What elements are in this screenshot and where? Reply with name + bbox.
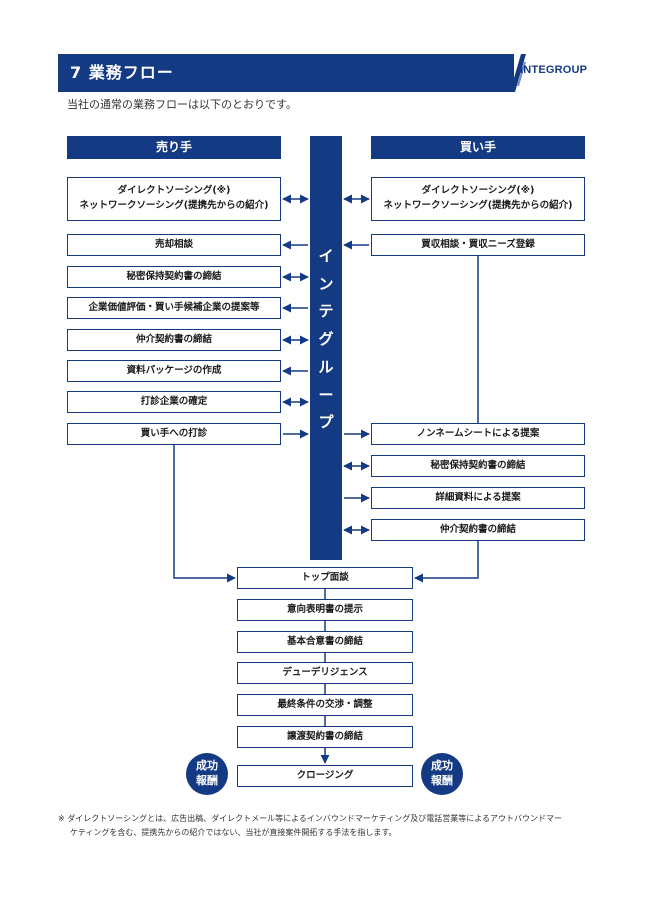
- center-char: プ: [318, 413, 334, 432]
- footnote-line: ※ ダイレクトソーシングとは、広告出稿、ダイレクトメール等によるインバウンドマー…: [58, 814, 562, 823]
- joint-step: 譲渡契約書の締結: [237, 726, 413, 748]
- header-bar: 7 業務フロー: [58, 54, 514, 92]
- seller-sourcing-line: ネットワークソーシング(提携先からの紹介): [79, 200, 269, 211]
- success-fee-badge-left: 成功 報酬: [186, 753, 228, 795]
- seller-step: 買い手への打診: [67, 423, 281, 445]
- buyer-step: 秘密保持契約書の締結: [371, 455, 585, 477]
- seller-step: 資料パッケージの作成: [67, 360, 281, 382]
- joint-step: 意向表明書の提示: [237, 599, 413, 621]
- joint-step-closing: クロージング: [237, 765, 413, 787]
- seller-step: 秘密保持契約書の締結: [67, 266, 281, 288]
- logo-slash-icon: [510, 54, 526, 92]
- badge-line: 報酬: [431, 774, 453, 787]
- center-bar-label: イ ン テ グ ル ー プ: [310, 243, 342, 437]
- seller-to-top-meeting: [173, 445, 236, 583]
- section-title: 7 業務フロー: [70, 63, 174, 82]
- intro-text: 当社の通常の業務フローは以下のとおりです。: [67, 98, 297, 111]
- seller-step: 企業価値評価・買い手候補企業の提案等: [67, 297, 281, 319]
- footnote-line: ケティングを含む、提携先からの紹介ではない、当社が直接案件開拓する手法を指します…: [70, 828, 397, 837]
- seller-sourcing-box: ダイレクトソーシング(※) ネットワークソーシング(提携先からの紹介): [67, 177, 281, 221]
- seller-heading: 売り手: [67, 136, 281, 159]
- footnote: ※ ダイレクトソーシングとは、広告出稿、ダイレクトメール等によるインバウンドマー…: [58, 812, 602, 840]
- success-fee-badge-right: 成功 報酬: [421, 753, 463, 795]
- center-char: ル: [318, 357, 334, 376]
- joint-step: 最終条件の交渉・調整: [237, 694, 413, 716]
- badge-line: 成功: [196, 759, 218, 773]
- buyer-sourcing-box: ダイレクトソーシング(※) ネットワークソーシング(提携先からの紹介): [371, 177, 585, 221]
- center-char: グ: [318, 330, 334, 349]
- company-logo: INTEGROUP: [520, 64, 588, 76]
- section-header: 7 業務フロー INTEGROUP: [58, 54, 594, 92]
- center-char: ー: [318, 385, 334, 404]
- seller-step: 打診企業の確定: [67, 391, 281, 413]
- buyer-heading: 買い手: [371, 136, 585, 159]
- seller-sourcing-line: ダイレクトソーシング(※): [117, 185, 231, 197]
- center-char: テ: [318, 302, 334, 321]
- seller-step: 売却相談: [67, 234, 281, 256]
- buyer-sourcing-line: ダイレクトソーシング(※): [421, 185, 535, 197]
- center-char: ン: [318, 274, 334, 293]
- joint-step: デューデリジェンス: [237, 662, 413, 684]
- buyer-step: 仲介契約書の締結: [371, 519, 585, 541]
- joint-step: トップ面談: [237, 567, 413, 589]
- center-char: イ: [318, 247, 334, 265]
- joint-step: 基本合意書の締結: [237, 631, 413, 653]
- buyer-step: ノンネームシートによる提案: [371, 423, 585, 445]
- badge-line: 報酬: [196, 774, 218, 787]
- buyer-to-top-meeting: [414, 541, 479, 583]
- badge-line: 成功: [431, 759, 453, 773]
- integroup-center-bar: [310, 136, 342, 560]
- buyer-step: 買収相談・買収ニーズ登録: [371, 234, 585, 256]
- buyer-sourcing-line: ネットワークソーシング(提携先からの紹介): [383, 200, 573, 211]
- buyer-step: 詳細資料による提案: [371, 487, 585, 509]
- seller-step: 仲介契約書の締結: [67, 329, 281, 351]
